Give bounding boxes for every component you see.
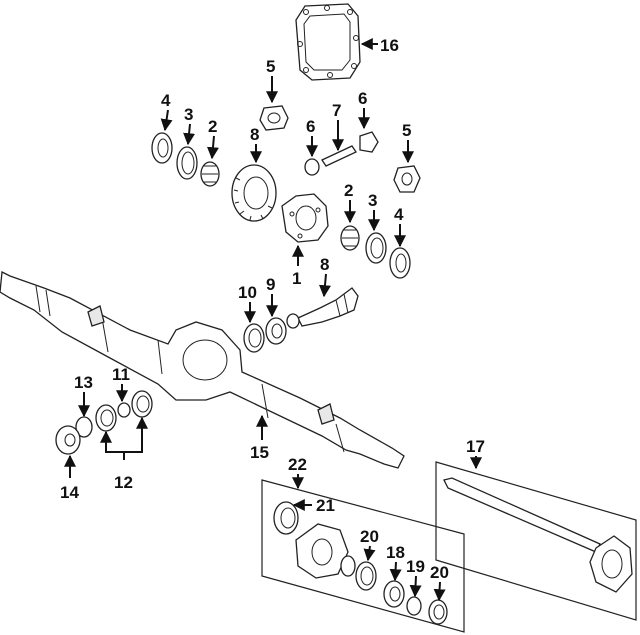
side-gear-upper — [259, 105, 289, 131]
callout-19: 19 — [406, 557, 425, 576]
callout-22: 22 — [288, 455, 307, 474]
callout-11: 11 — [112, 365, 130, 384]
arrow-icon — [389, 561, 402, 582]
pinion-spacer — [286, 313, 300, 329]
wheel-seal — [273, 501, 299, 535]
callout-3-upper: 3 — [184, 105, 193, 124]
drive-pinion — [297, 287, 359, 327]
snap-ring-right — [428, 599, 448, 625]
differential-cover — [295, 3, 361, 81]
callout-10: 10 — [238, 283, 257, 302]
axle-housing — [0, 270, 405, 469]
callout-9: 9 — [266, 275, 275, 294]
pinion-gear-left — [304, 158, 320, 176]
wheel-bearing-race — [355, 561, 377, 591]
callout-21: 21 — [316, 496, 335, 515]
callout-4-upper: 4 — [161, 91, 171, 110]
snap-ring-small — [406, 596, 422, 616]
arrow-icon — [363, 545, 376, 562]
callout-15: 15 — [250, 443, 269, 462]
callout-8-upper: 8 — [250, 125, 259, 144]
callout-5-right: 5 — [402, 121, 411, 140]
callout-3-right: 3 — [368, 191, 377, 210]
callout-16: 16 — [380, 36, 399, 55]
wheel-bearing — [383, 580, 405, 608]
leader-lines — [64, 38, 482, 602]
pinion-race — [243, 323, 265, 353]
callout-6-right: 6 — [358, 89, 367, 108]
arrow-icon — [319, 273, 331, 298]
pinion-gear-right — [359, 131, 379, 153]
callout-7: 7 — [332, 101, 341, 120]
arrow-icon — [160, 109, 173, 132]
snap-ring-left — [340, 555, 356, 577]
callout-8-lower: 8 — [320, 255, 329, 274]
axle-shaft — [443, 477, 633, 593]
bearing-right — [340, 225, 360, 251]
hub-kit-frame — [261, 479, 465, 633]
axle-bearing-inner — [95, 404, 117, 432]
arrow-icon — [183, 123, 196, 146]
callout-17: 17 — [466, 437, 485, 456]
callout-1: 1 — [292, 269, 301, 288]
callout-14: 14 — [60, 483, 79, 502]
arrow-icon — [433, 581, 446, 602]
callout-2-right: 2 — [344, 181, 353, 200]
wheel-hub — [295, 523, 349, 579]
differential-case — [281, 193, 329, 243]
axle-bearing-outer — [131, 390, 153, 418]
axle-seal-left — [55, 425, 81, 455]
pinion-bearing — [265, 317, 287, 345]
callout-18: 18 — [386, 543, 405, 562]
callout-13: 13 — [74, 373, 93, 392]
callout-5-upper: 5 — [266, 57, 275, 76]
axle-seal-upper-left — [151, 132, 173, 164]
callout-20-left: 20 — [360, 527, 379, 546]
ring-gear — [231, 164, 277, 222]
arrow-icon — [207, 135, 219, 160]
side-gear-right — [393, 165, 421, 193]
axle-bearing-small — [117, 402, 131, 418]
callout-2-upper: 2 — [208, 117, 217, 136]
callout-12: 12 — [114, 473, 133, 492]
axle-shaft-frame — [435, 461, 637, 621]
bearing-race-right — [365, 232, 387, 264]
bearing-upper-left — [200, 161, 220, 187]
arrow-icon — [409, 575, 422, 598]
callout-4-right: 4 — [394, 205, 404, 224]
callout-6-left: 6 — [306, 117, 315, 136]
bearing-race-upper-left — [176, 146, 198, 180]
callout-labels: 16 4 3 2 5 8 6 7 6 5 1 2 3 4 8 9 10 11 1… — [60, 36, 485, 582]
callout-20-right: 20 — [430, 563, 449, 582]
axle-seal-right — [389, 247, 411, 279]
